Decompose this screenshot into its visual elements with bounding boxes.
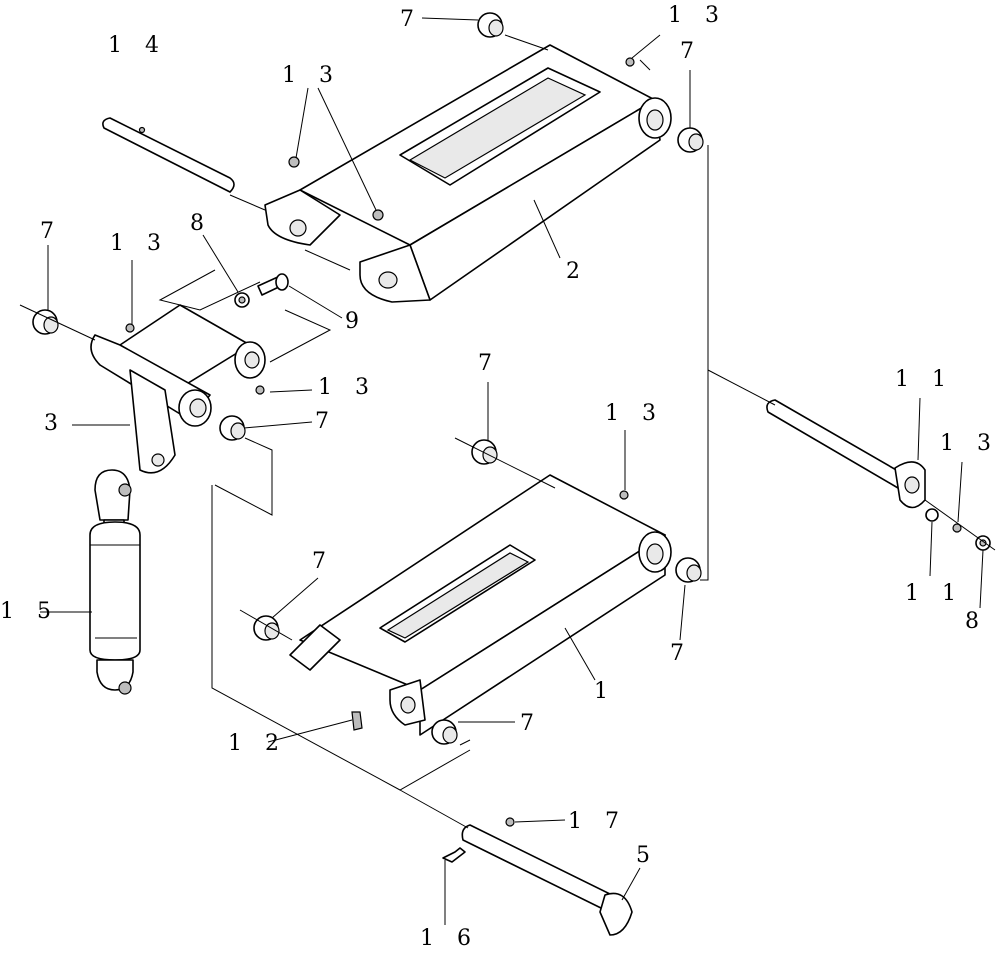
bushings-part-7 — [32, 12, 704, 745]
callout-7-right-upper: 7 — [680, 39, 702, 64]
callout-2: 2 — [566, 259, 588, 284]
callout-12: 1 2 — [228, 731, 287, 756]
callout-labels: 7 1 3 1 4 7 1 3 7 1 3 8 2 9 1 3 3 7 7 1 … — [0, 3, 999, 951]
lower-arm-part-1 — [289, 474, 672, 736]
bolt-part-16 — [442, 847, 466, 863]
callout-1: 1 — [594, 679, 616, 704]
leader-lines — [40, 17, 984, 925]
pin-part-14 — [102, 117, 235, 193]
grease-fittings-part-13 — [125, 57, 962, 533]
callout-7-bellcrank: 7 — [315, 409, 337, 434]
washer-part-11 — [925, 508, 939, 522]
callout-7-lower-arm-right: 7 — [670, 641, 692, 666]
callout-13-top-right: 1 3 — [668, 3, 727, 28]
fitting-part-12 — [351, 711, 363, 731]
pin-part-5 — [461, 824, 633, 936]
callout-13-upper-arm: 1 3 — [282, 63, 341, 88]
bellcrank-part-3 — [90, 304, 266, 474]
upper-arm-part-2 — [264, 44, 672, 303]
callout-14: 1 4 — [108, 33, 167, 58]
callout-16: 1 6 — [420, 926, 479, 951]
callout-13-shaft: 1 3 — [940, 431, 999, 456]
assembly-lines — [19, 34, 996, 829]
callout-17: 1 7 — [568, 809, 627, 834]
callout-11-shaft: 1 1 — [895, 367, 954, 392]
bolt-part-9 — [257, 273, 289, 296]
callout-5: 5 — [636, 843, 658, 868]
shaft-part-11 — [766, 399, 926, 509]
callout-7-lower-arm-top: 7 — [478, 351, 500, 376]
callout-3: 3 — [44, 411, 66, 436]
callout-13-left: 1 3 — [110, 231, 169, 256]
callout-15: 1 5 — [0, 599, 59, 624]
callout-11-washer: 1 1 — [905, 581, 964, 606]
hydraulic-cylinder-part-15 — [89, 469, 141, 695]
callout-8-right: 8 — [965, 609, 987, 634]
callout-8-left: 8 — [190, 211, 212, 236]
callout-13-lower-arm: 1 3 — [605, 401, 664, 426]
callout-13-bellcrank: 1 3 — [318, 375, 377, 400]
callout-7-top: 7 — [400, 7, 422, 32]
fitting-part-17 — [505, 817, 515, 827]
callout-9: 9 — [345, 309, 367, 334]
callout-7-left: 7 — [40, 219, 62, 244]
callout-7-lower-arm-bottom: 7 — [520, 711, 542, 736]
callout-7-lower-arm-left: 7 — [312, 549, 334, 574]
